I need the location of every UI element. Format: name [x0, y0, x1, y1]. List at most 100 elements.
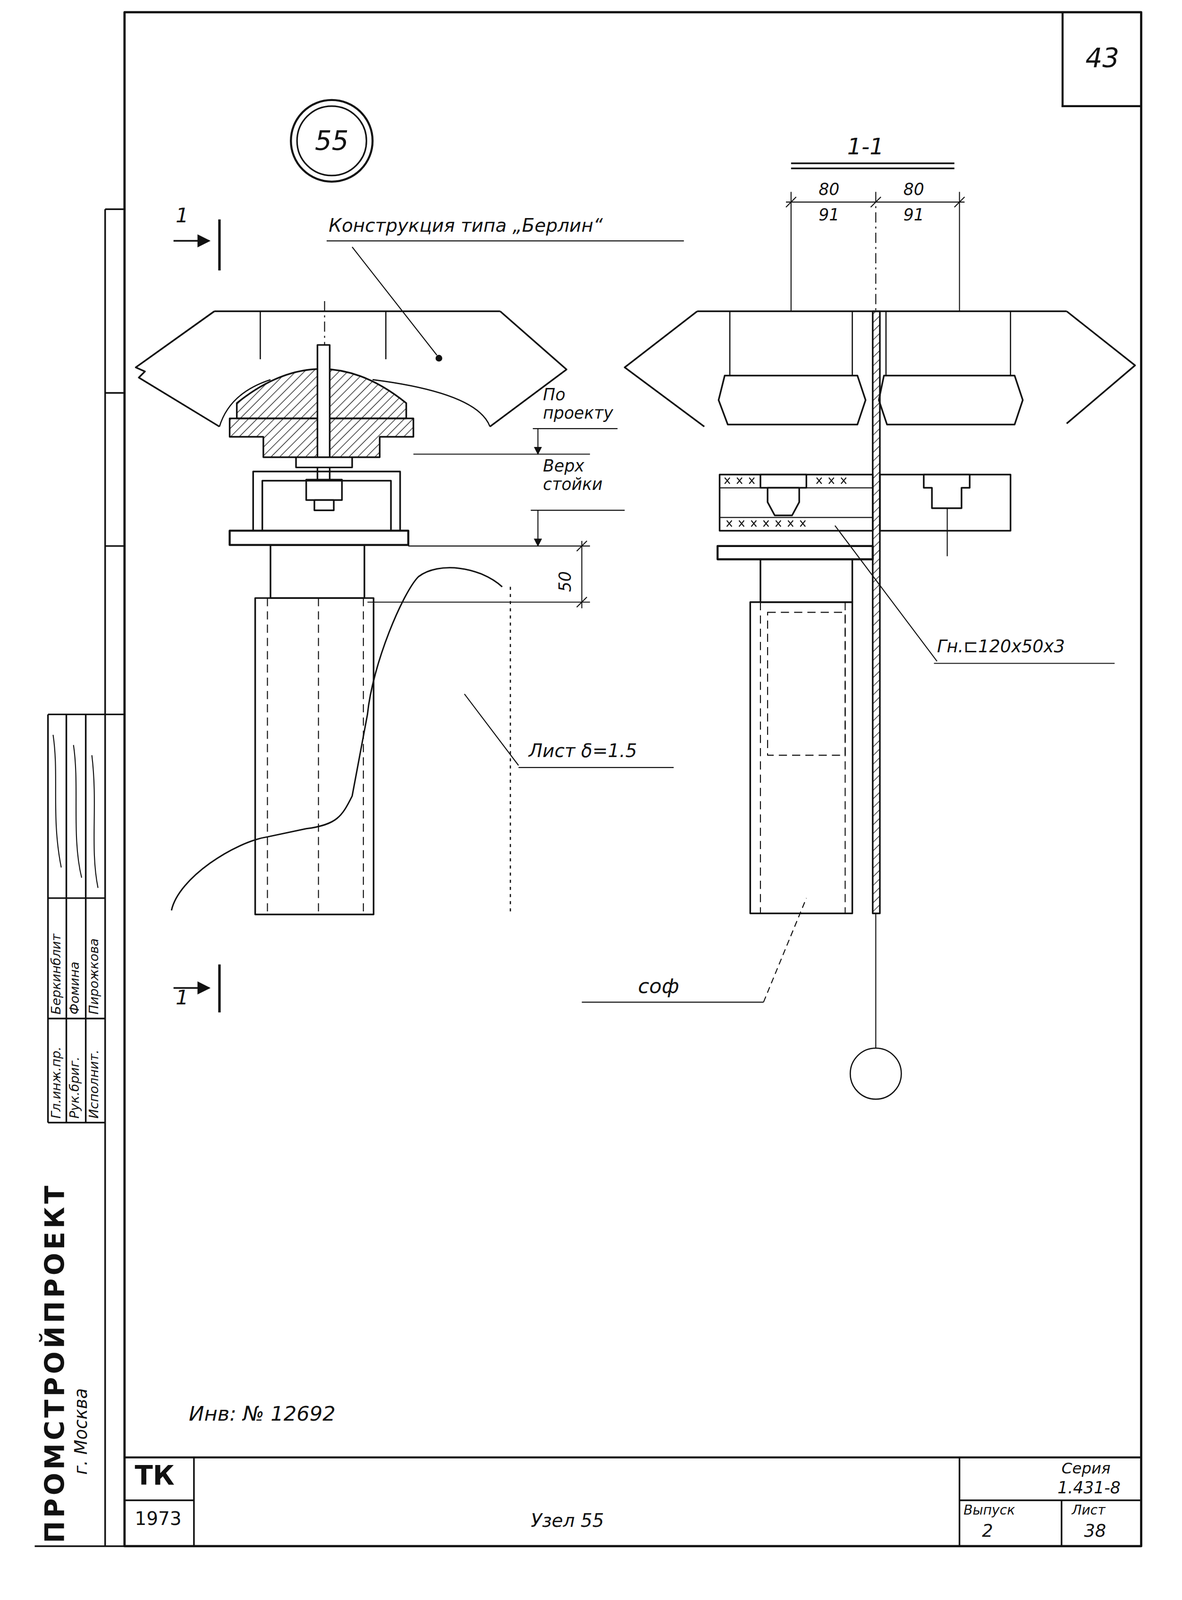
sheet-frame — [34, 12, 1142, 1547]
dimension-lines-part — [576, 540, 588, 552]
section-view-part — [624, 311, 705, 427]
section-view-part — [850, 1048, 902, 1100]
front-view-part — [509, 586, 512, 914]
sheet-frame-part — [34, 1545, 125, 1547]
drawing-label: 1 — [175, 203, 189, 227]
section-view-part — [718, 375, 866, 425]
drawing-label: Лист — [1071, 1503, 1106, 1519]
rotated-label: г. Москва — [71, 1388, 91, 1475]
front-view-part — [306, 479, 343, 500]
rotated-label: Фомина — [67, 961, 82, 1015]
null-part-part — [767, 612, 845, 756]
dimension-lines-part — [530, 509, 625, 511]
front-view-part — [314, 500, 334, 511]
drawing-label: Гн.⊏120х50х3 — [937, 636, 1065, 656]
front-view-part — [259, 311, 262, 360]
sheet-frame-part — [105, 208, 125, 211]
null-part — [267, 598, 364, 914]
null-part-part — [759, 602, 761, 914]
drawing-label: 80 — [818, 180, 840, 199]
sheet-frame-part — [958, 1457, 961, 1547]
section-view-part — [582, 1001, 764, 1003]
section-view-part — [923, 474, 970, 508]
drawing-label: Серия — [1061, 1460, 1111, 1478]
sheet-frame-part — [193, 1457, 195, 1547]
sheet-frame-part — [48, 897, 106, 899]
sheet-frame-part — [124, 12, 1142, 1547]
rotated-label: 50 — [556, 571, 575, 592]
section-view-part — [835, 525, 938, 662]
dimension-lines-part — [959, 192, 961, 312]
dimension-lines-part — [537, 428, 539, 455]
drawing-label: Конструкция типа „Берлин“ — [328, 215, 603, 236]
front-view-part — [436, 355, 442, 362]
sheet-frame-part — [959, 1499, 1142, 1502]
null-part — [760, 602, 845, 914]
section-view-part — [885, 311, 887, 376]
sheet-frame-part — [105, 545, 125, 547]
section-view-part — [878, 375, 1023, 425]
node-text: 43 — [1085, 43, 1120, 74]
section-markers-part — [218, 219, 221, 271]
drawing-label: Инв: № 12692 — [188, 1402, 336, 1426]
section-view-part — [697, 310, 1067, 313]
section-view-part — [717, 546, 873, 560]
section-markers-part — [173, 240, 210, 242]
drawing-label: 1973 — [134, 1508, 182, 1529]
drawing-label: 1.431-8 — [1057, 1478, 1121, 1497]
null-part-part — [318, 598, 320, 914]
section-view-part — [1009, 311, 1012, 376]
section-view-part — [729, 311, 731, 376]
front-view-part — [262, 480, 391, 531]
sheet-frame-part — [124, 1456, 1142, 1459]
rotated-label: Гл.инж.пр. — [49, 1046, 64, 1119]
front-view-part — [253, 471, 400, 531]
front-view-part — [324, 301, 326, 347]
circle-outer — [290, 100, 373, 182]
drawing-label: Лист δ=1.5 — [528, 741, 637, 762]
detail-number-circle: 55 — [288, 98, 375, 185]
section-view-part — [946, 508, 948, 557]
dimension-lines-part — [408, 545, 591, 547]
dimension-lines-part — [537, 510, 539, 547]
section-view-part — [1066, 311, 1136, 424]
sheet-frame-part — [105, 392, 125, 394]
sheet-frame-part — [52, 734, 98, 888]
dimension-lines-part — [875, 192, 877, 312]
section-markers-part — [791, 162, 955, 164]
rotated-label: Исполнит. — [86, 1049, 102, 1119]
dimension-lines-part — [367, 601, 590, 603]
dimension-lines-part — [790, 192, 792, 312]
front-view-part — [270, 545, 365, 599]
circle-inner — [296, 106, 367, 176]
drawing-label: Узел 55 — [530, 1510, 604, 1531]
front-view-part — [317, 345, 330, 499]
rotated-label: ПРОМСТРОЙПРОЕКТ — [40, 1182, 70, 1544]
front-view-part — [229, 530, 409, 545]
dimension-lines-part — [532, 428, 618, 430]
front-view-part — [385, 311, 387, 360]
section-view-part — [879, 474, 1011, 531]
rotated-label: Беркинблит — [49, 933, 64, 1015]
section-view-part — [760, 474, 807, 488]
drawing-label: 1-1 — [847, 134, 885, 160]
dimension-lines-part — [413, 453, 591, 455]
sheet-frame-part — [48, 1017, 106, 1020]
front-view-part — [352, 246, 437, 355]
sheet-frame-part — [48, 1122, 106, 1124]
node-text: 55 — [314, 126, 349, 156]
drawing-label: Верх стойки — [542, 457, 625, 494]
section-view-part — [934, 662, 1115, 664]
section-view-part — [767, 488, 800, 516]
section-view-part — [763, 898, 807, 1003]
dimension-lines-part — [870, 196, 881, 208]
drawing-label: 80 — [903, 180, 925, 199]
rotated-label: Пирожкова — [86, 938, 102, 1015]
front-view-part — [518, 767, 674, 769]
section-view-part — [851, 311, 853, 376]
front-view-part — [326, 240, 684, 242]
front-view-part — [171, 567, 503, 911]
drawing-label: 91 — [903, 206, 925, 225]
